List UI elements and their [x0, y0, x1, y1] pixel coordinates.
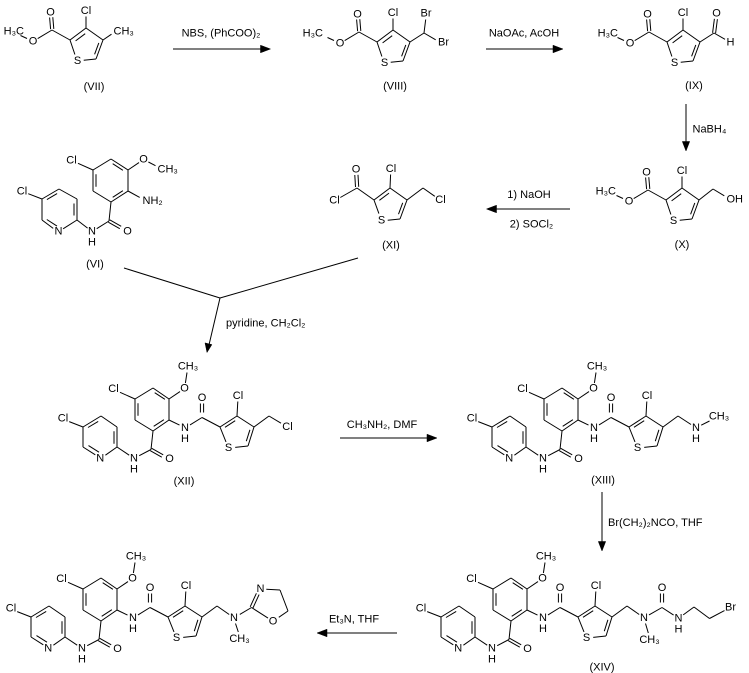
arrow-step7: Br(CH₂)₂NCO, THF [597, 492, 703, 552]
xiii-atom-ch3-amine: CH₃ [709, 411, 729, 423]
final-atom-o-oxazoline: O [269, 615, 278, 627]
xi-atom-o-carbonyl: O [352, 164, 361, 176]
reagent-step4-line1: 1) NaOH [507, 189, 550, 201]
vi-atom-nh2: NH₂ [143, 195, 163, 207]
ix-atom-o-aldehyde: O [712, 8, 721, 20]
viii-atom-o-carbonyl: O [353, 9, 362, 21]
xiv-atom-o-urea: O [658, 582, 667, 594]
xi-atom-cl-chloromethyl: Cl [435, 194, 445, 206]
arrow-step2: NaOAc, AcOH [486, 28, 564, 54]
reagent-step5: pyridine, CH₂Cl₂ [226, 318, 305, 330]
ix-atom-o-ester: O [626, 38, 635, 50]
arrow-step1: NBS, (PhCOO)₂ [173, 28, 272, 54]
reagent-step6: CH₃NH₂, DMF [347, 419, 418, 431]
compound-x: H₃C O O Cl S OH (X) [596, 165, 743, 251]
arrow-step5: pyridine, CH₂Cl₂ [123, 257, 359, 354]
x-atom-h3c: H₃C [596, 186, 616, 198]
final-atom-n-oxazoline: N [257, 583, 265, 595]
viii-atom-o-ester: O [336, 38, 345, 50]
viii-atom-br-right: Br [438, 37, 449, 49]
vi-atom-ch3-methoxy: CH₃ [158, 164, 178, 176]
arrowhead [485, 204, 497, 214]
reagent-step1: NBS, (PhCOO)₂ [182, 28, 261, 40]
xiii-label: (XIII) [591, 475, 615, 487]
vi-atom-cl-benzene: Cl [66, 155, 76, 167]
viii-atom-h3c: H₃C [303, 28, 323, 40]
arrowhead [597, 541, 607, 552]
vi-atom-cl-pyridine: Cl [17, 186, 27, 198]
xiv-atom-n-urea: N [675, 612, 683, 624]
arrowhead [426, 433, 438, 443]
arrow-step6: CH₃NH₂, DMF [340, 419, 438, 443]
vi-atom-n-amide: N [88, 226, 96, 238]
vii-atom-h3c: H₃C [4, 26, 24, 38]
vi-atom-o-amide: O [123, 226, 132, 238]
xiii-atom-h-amine: H [692, 433, 700, 445]
xiv-atom-br: Br [725, 601, 736, 613]
xii-label: (XII) [174, 476, 195, 488]
xii-atom-cl-chloromethyl: Cl [282, 421, 292, 433]
xiii-atom-n-amine: N [692, 422, 700, 434]
vii-atom-o-carbonyl: O [46, 7, 55, 19]
reagent-step8: Et₃N, THF [329, 614, 379, 626]
arrowhead [552, 44, 564, 54]
compound-ix: H₃C O O Cl S O H (IX) [598, 7, 735, 92]
vii-atom-o-ester: O [29, 36, 38, 48]
reagent-step2: NaOAc, AcOH [489, 28, 559, 40]
xiv-label: (XIV) [589, 662, 614, 673]
x-atom-o-ester: O [625, 196, 634, 208]
ix-label: (IX) [685, 80, 703, 92]
xiv-atom-n-amine: N [640, 612, 648, 624]
xi-atom-cl-acyl: Cl [329, 195, 339, 207]
compound-viii: H₃C O O Cl S Br Br (VIII) [303, 7, 450, 93]
vii-atom-s: S [74, 55, 81, 67]
arrow-step8: Et₃N, THF [316, 614, 397, 638]
compound-xiv: N CH₃ O N H Br (XIV) [415, 550, 736, 673]
x-atom-oh: OH [727, 194, 744, 206]
reagent-step3: NaBH₄ [693, 124, 727, 136]
arrowhead [681, 141, 691, 152]
compound-final: N CH₃ N O [5, 550, 289, 666]
vi-label: (VI) [86, 259, 104, 271]
ix-atom-cl: Cl [678, 7, 688, 19]
final-atom-n-amine: N [230, 612, 238, 624]
xi-atom-cl-ring: Cl [386, 163, 396, 175]
ix-atom-h3c: H₃C [598, 28, 618, 40]
x-label: (X) [675, 239, 690, 251]
final-atom-ch3-amine: CH₃ [229, 633, 249, 645]
x-atom-o-carbonyl: O [642, 167, 651, 179]
reagent-step7: Br(CH₂)₂NCO, THF [608, 517, 703, 529]
xi-label: (XI) [382, 240, 400, 252]
xiv-atom-h-urea: H [675, 623, 683, 635]
compound-xi: Cl O Cl S Cl (XI) [329, 163, 445, 252]
vi-atom-h-amide: H [88, 237, 96, 249]
vii-atom-ch3: CH₃ [114, 26, 134, 38]
vi-atom-n-pyridine: N [55, 226, 63, 238]
arrowhead [316, 628, 328, 638]
xiv-atom-ch3-amine: CH₃ [639, 634, 659, 646]
viii-label: (VIII) [383, 81, 407, 93]
arrowhead [260, 44, 272, 54]
vi-atom-o-methoxy: O [139, 154, 148, 166]
arrow-step3: NaBH₄ [681, 104, 727, 152]
compound-vii: H₃C O O Cl S CH₃ (VII) [4, 5, 134, 93]
reagent-step4-line2: 2) SOCl₂ [510, 219, 553, 231]
vii-label: (VII) [84, 81, 105, 93]
compound-vi: Cl N N H O Cl O CH₃ NH₂ (VI) [17, 154, 178, 271]
x-atom-s: S [670, 215, 677, 227]
compound-xiii: N H CH₃ (XIII) [466, 360, 729, 487]
arrow-step4: 1) NaOH 2) SOCl₂ [485, 189, 570, 231]
vii-atom-cl: Cl [81, 5, 91, 17]
viii-atom-s: S [381, 57, 388, 69]
arrowhead [204, 342, 213, 354]
xi-atom-s: S [378, 215, 385, 227]
viii-atom-br-top: Br [421, 8, 432, 20]
viii-atom-cl: Cl [388, 7, 398, 19]
x-atom-cl: Cl [677, 165, 687, 177]
ix-atom-h-aldehyde: H [727, 37, 735, 49]
ix-atom-o-carbonyl: O [643, 9, 652, 21]
compound-xii: Cl (XII) [57, 360, 293, 488]
ix-atom-s: S [671, 57, 678, 69]
